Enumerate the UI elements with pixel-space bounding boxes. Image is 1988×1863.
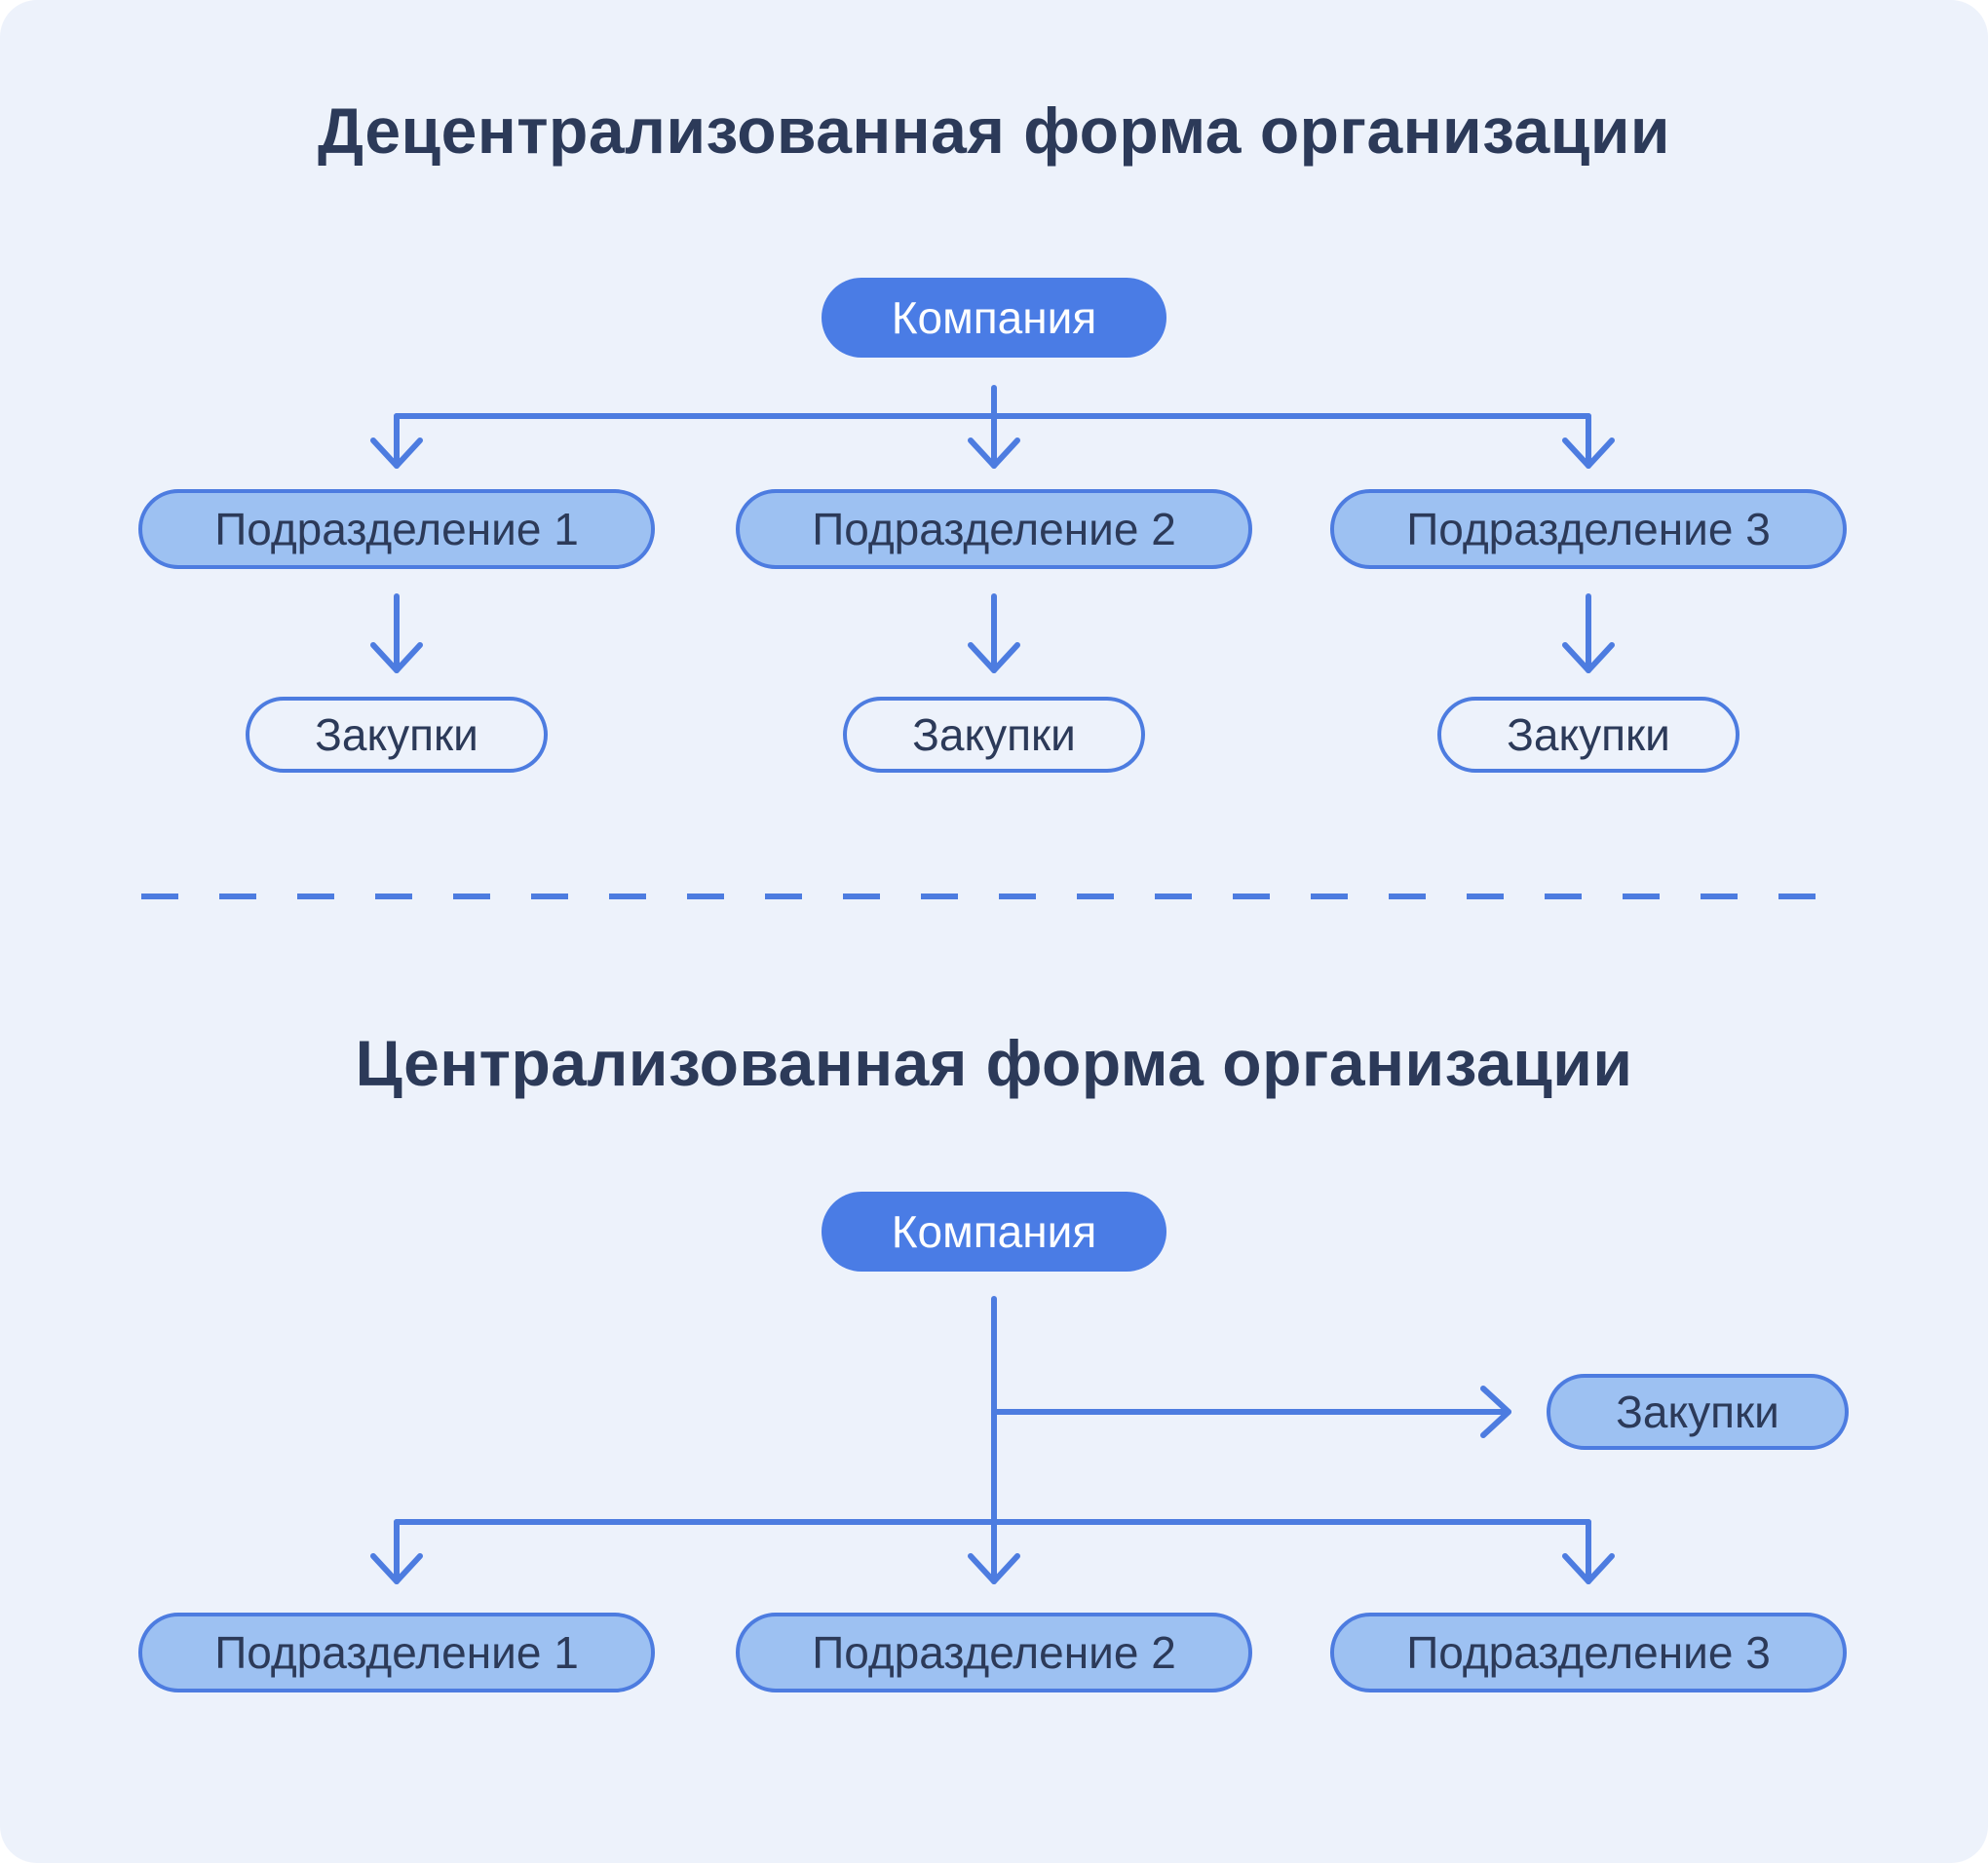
department-2-node-decentralized: Подразделение 2	[736, 489, 1252, 569]
decentralized-tree-connector	[370, 385, 1615, 469]
procurement-2-node-decentralized: Закупки	[843, 697, 1145, 773]
arrow-down-icon	[968, 1553, 1020, 1584]
arrow-down-icon	[370, 642, 423, 673]
department-3-node-centralized: Подразделение 3	[1330, 1613, 1847, 1692]
department-1-node-centralized: Подразделение 1	[138, 1613, 655, 1692]
arrow-down-icon	[1562, 642, 1615, 673]
department-2-node-centralized: Подразделение 2	[736, 1613, 1252, 1692]
procurement-3-node-decentralized: Закупки	[1437, 697, 1740, 773]
arrow-down-icon	[1562, 1553, 1615, 1584]
arrow-down-icon	[968, 642, 1020, 673]
company-node-centralized: Компания	[822, 1192, 1166, 1272]
centralized-tree-connector	[370, 1296, 1615, 1584]
department-3-node-decentralized: Подразделение 3	[1330, 489, 1847, 569]
arrow-down-icon	[968, 437, 1020, 469]
arrow-down-icon	[370, 1553, 423, 1584]
procurement-1-node-decentralized: Закупки	[246, 697, 548, 773]
decentralized-section-title: Децентрализованная форма организации	[318, 95, 1670, 167]
centralized-section-title: Централизованная форма организации	[355, 1027, 1633, 1099]
company-node-decentralized: Компания	[822, 278, 1166, 358]
arrow-down-icon	[1562, 437, 1615, 469]
arrow-right-icon	[1480, 1386, 1511, 1438]
department-1-node-decentralized: Подразделение 1	[138, 489, 655, 569]
decentralized-procurement-arrows	[370, 593, 1615, 673]
procurement-node-centralized: Закупки	[1547, 1374, 1849, 1450]
arrow-down-icon	[370, 437, 423, 469]
